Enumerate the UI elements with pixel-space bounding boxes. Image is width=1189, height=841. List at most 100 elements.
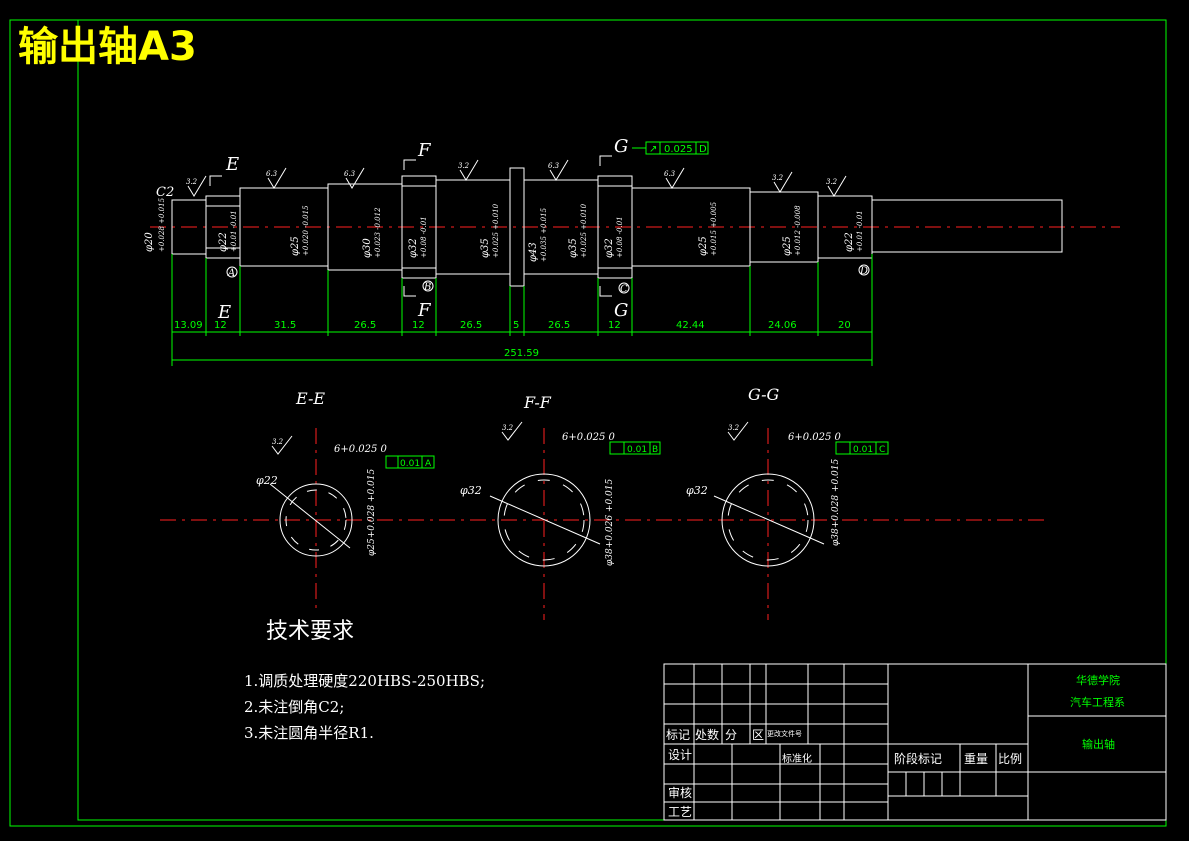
section-datum: B [652,445,658,455]
diameter-tol: +0.028 +0.015 [158,197,166,252]
diameter-tol: +0.01 -0.01 [856,210,864,252]
total-length: 251.59 [504,348,539,359]
roughness-value: 6.3 [266,170,278,178]
section-datum: C [879,445,885,455]
dimension-value: 26.5 [548,320,570,331]
cut-arrow [209,175,222,186]
diameter-label: φ35 [480,238,491,258]
runout-symbol: ↗ [649,144,657,155]
diameter-label: φ22 [218,232,229,252]
dimension-value: 12 [214,320,227,331]
section-minor: φ38+0.028 +0.015 [831,458,841,546]
section-views: E-E F-F G-G φ22 6+0.025 0 φ25+0.028 +0.0… [160,385,1050,620]
tb-department: 汽车工程系 [1070,695,1125,709]
roughness-value: 3.2 [186,178,198,186]
diameter-label: φ25 [290,236,301,256]
cut-arrow [599,155,612,166]
technical-requirements: 技术要求 1.调质处理硬度220HBS-250HBS; 2.未注倒角C2; 3.… [244,619,485,742]
section-minor: φ25+0.028 +0.015 [367,468,377,556]
datum-markers: A B C D [226,264,870,295]
outer-border [9,19,1167,827]
spline-section-gg: φ32 6+0.025 0 φ38+0.028 +0.015 0.01 C 3.… [686,421,889,567]
dimension-value: 31.5 [274,320,296,331]
roughness-value: 3.2 [458,162,470,170]
diameter-tol: +0.025 +0.010 [492,203,500,258]
diameter-label: φ22 [844,232,855,252]
section-label-f-bottom: F [417,300,432,321]
title-block: 标记 处数 分 区 更改文件号 设计 标准化 审核 工艺 阶段标记 重量 比例 … [663,663,1167,821]
roughness-symbols: 3.2 6.3 6.3 3.2 6.3 6.3 3.2 3.2 [186,159,847,197]
length-dimensions: 13.09 12 31.5 26.5 12 26.5 5 26.5 12 42.… [171,254,873,366]
dimension-value: 13.09 [174,320,203,331]
section-label-g-top: G [614,136,628,157]
cut-arrow [599,286,612,297]
tb-zone: 区 [752,728,764,742]
diameter-dimensions: φ20 +0.028 +0.015 φ22 +0.01 -0.01 φ25 +0… [144,197,864,262]
section-tol-value: 0.01 [400,459,420,469]
section-minor: φ38+0.026 +0.015 [605,478,615,566]
roughness-symbol: 6.3 [664,167,685,189]
section-roughness: 3.2 [272,438,284,446]
diameter-tol: +0.023 -0.012 [374,207,382,258]
tech-req-item: 3.未注圆角半径R1. [244,724,374,742]
section-roughness: 3.2 [728,424,740,432]
tb-process: 工艺 [668,805,692,819]
drawing-title: 输出轴A3 [18,24,197,70]
dimension-value: 24.06 [768,320,797,331]
roughness-value: 6.3 [664,170,676,178]
tb-standard: 标准化 [782,752,812,765]
section-label-f-top: F [417,140,432,161]
tb-count: 处数 [695,727,719,742]
section-title-ff: F-F [523,393,552,412]
diameter-label: φ25 [782,236,793,256]
tb-weight: 重量 [964,752,988,766]
section-title-gg: G-G [748,385,779,404]
diameter-label: φ35 [568,238,579,258]
dimension-value: 26.5 [460,320,482,331]
roughness-symbol: 6.3 [266,167,287,189]
diameter-tol: +0.015 +0.005 [710,201,718,256]
chamfer-label: C2 [156,185,174,200]
section-markers: E E F F G G C2 [156,136,628,323]
tb-part-name: 输出轴 [1082,737,1115,751]
tb-school: 华德学院 [1076,673,1120,687]
diameter-label: φ25 [698,236,709,256]
tech-req-item: 2.未注倒角C2; [244,698,344,716]
dimension-value: 12 [608,320,621,331]
section-label-e-bottom: E [217,302,231,323]
roughness-value: 3.2 [826,178,838,186]
roughness-symbol: 3.2 [458,159,479,181]
diameter-label: φ32 [408,238,419,258]
section-major: φ32 [460,484,482,497]
section-datum: A [425,459,432,469]
tb-change-doc: 更改文件号 [767,729,802,738]
tb-review: 审核 [668,785,692,800]
roughness-value: 3.2 [772,174,784,182]
runout-datum: D [699,144,707,155]
diameter-label: φ43 [528,242,539,262]
dimension-value: 5 [513,320,519,331]
dimension-value: 20 [838,320,851,331]
section-width: 6+0.025 0 [334,444,388,455]
diameter-label: φ32 [604,238,615,258]
roughness-symbol: 6.3 [344,167,365,189]
diameter-tol: +0.025 +0.010 [580,203,588,258]
tech-req-heading: 技术要求 [266,619,354,644]
section-label-g-bottom: G [614,300,628,321]
section-roughness: 3.2 [502,424,514,432]
roughness-value: 6.3 [344,170,356,178]
geometric-tolerance-frame: ↗ 0.025 D [632,141,709,155]
dimension-value: 26.5 [354,320,376,331]
tb-design: 设计 [668,748,692,762]
segment-7 [509,167,525,287]
spline-section-ff: φ32 6+0.025 0 φ38+0.026 +0.015 0.01 B 3.… [460,421,661,567]
shaft-end-extension [872,199,1063,253]
runout-value: 0.025 [664,144,693,155]
diameter-label: φ20 [144,232,155,252]
datum-b: B [423,282,431,293]
cut-arrow [403,159,416,170]
shaft-main-view [150,167,1120,287]
dimension-value: 12 [412,320,425,331]
segment-12 [817,195,873,259]
diameter-tol: +0.020 -0.015 [302,205,310,256]
